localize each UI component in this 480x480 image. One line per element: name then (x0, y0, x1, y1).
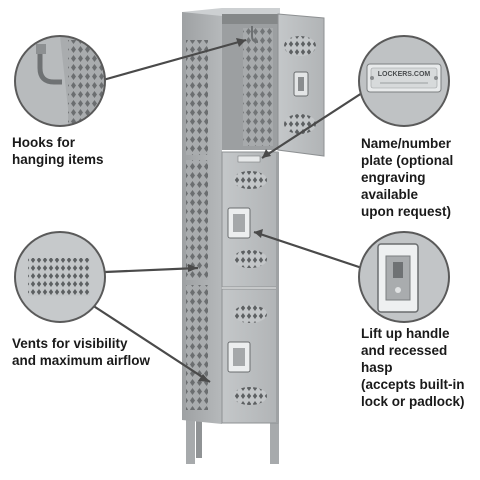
locker (182, 8, 325, 464)
callout-nameplate-label: Name/number plate (optional engraving av… (361, 136, 454, 219)
locker-leg-left (186, 420, 195, 464)
callout-line-hasp (253, 230, 363, 270)
callout-line-vents-2 (91, 304, 211, 383)
coat-hook (251, 26, 259, 43)
nameplate-text: LOCKERS.COM (378, 71, 431, 78)
vent-icon (28, 258, 90, 296)
callout-lines (91, 38, 363, 383)
callout-line-vents-1 (104, 266, 199, 274)
callout-hooks-label: Hooks for hanging items (12, 135, 104, 167)
hook-icon (37, 50, 62, 85)
callout-line-plate (261, 92, 363, 159)
callout-vents-label: Vents for visibility and maximum airflow (12, 336, 151, 368)
detail-circle-vents (14, 231, 106, 323)
detail-circle-hasp (358, 231, 450, 323)
name-plate (237, 155, 261, 163)
detail-circle-hooks (14, 35, 106, 127)
callout-hasp-label: Lift up handle and recessed hasp (accept… (361, 326, 465, 409)
side-vent (186, 40, 208, 155)
callout-line-hooks (102, 38, 247, 82)
detail-circle-nameplate: LOCKERS.COM (358, 35, 450, 127)
locker-leg-right (270, 420, 279, 464)
